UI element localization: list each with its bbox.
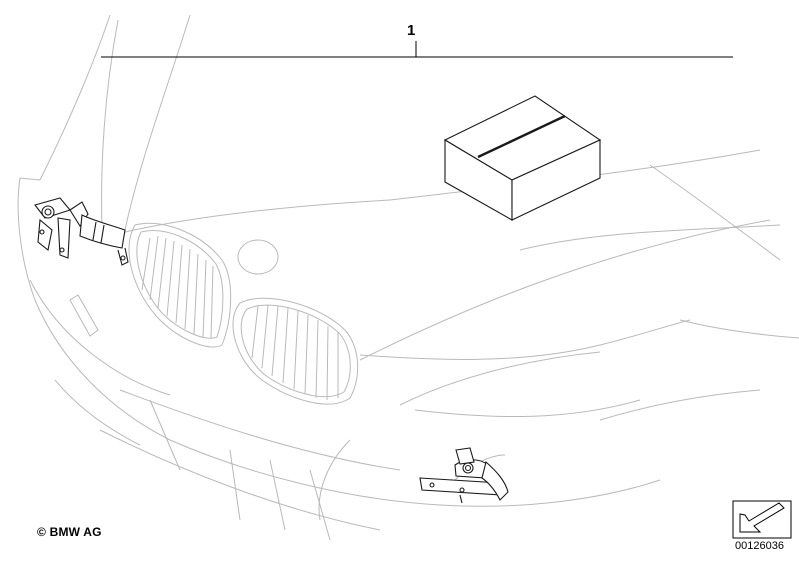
kidney-grille-left bbox=[128, 222, 232, 348]
part-number-label: 1 bbox=[407, 22, 416, 39]
copyright-label: © BMW AG bbox=[37, 525, 102, 539]
headlight-sensor-right bbox=[419, 447, 509, 504]
image-number-label: 00126036 bbox=[735, 540, 784, 552]
headlight-sensor-left bbox=[34, 197, 129, 266]
direction-arrow-icon bbox=[732, 500, 792, 539]
kit-box-icon bbox=[443, 95, 602, 221]
car-front-outline bbox=[17, 14, 799, 541]
kidney-grille-right bbox=[232, 297, 359, 405]
